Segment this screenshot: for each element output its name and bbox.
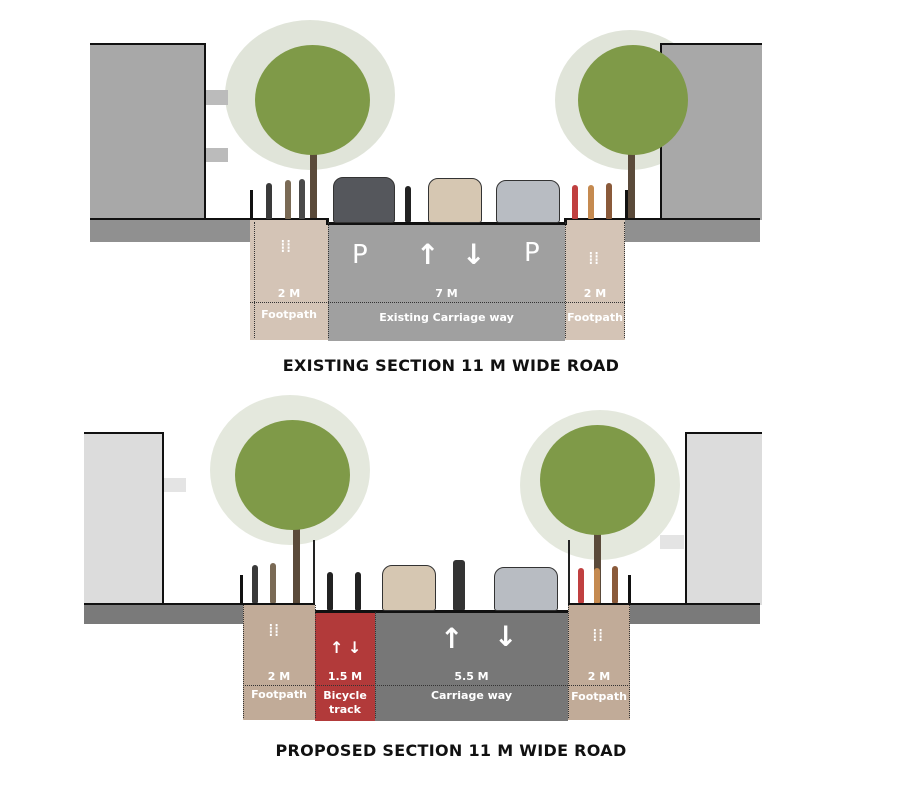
divider xyxy=(254,222,255,338)
cyclist xyxy=(327,572,333,610)
bollard xyxy=(628,575,631,605)
arrow-up-icon: ↑ xyxy=(440,622,464,655)
left-building xyxy=(84,432,164,605)
divider xyxy=(243,685,630,686)
arrow-down-icon: ↓ xyxy=(348,638,362,657)
carriageway xyxy=(328,222,565,341)
right-footpath xyxy=(565,218,625,340)
right-footpath xyxy=(568,603,630,720)
car xyxy=(428,178,482,223)
bicycle-track xyxy=(315,610,375,721)
pedestrian xyxy=(285,180,291,219)
window xyxy=(164,478,186,492)
ground xyxy=(625,218,760,242)
carriageway-width: 5.5 M xyxy=(454,670,489,683)
street-lamp xyxy=(568,540,570,605)
motorcyclist xyxy=(453,560,465,610)
carriageway-label: Carriage way xyxy=(430,689,513,702)
bicycle-track-width: 1.5 M xyxy=(327,670,363,683)
cyclist xyxy=(355,572,361,610)
tree-canopy xyxy=(235,420,350,530)
divider xyxy=(243,605,244,718)
right-building xyxy=(685,432,762,605)
window xyxy=(206,90,228,105)
arrow-down-icon: ↓ xyxy=(462,238,486,271)
parking-icon: P xyxy=(352,240,368,270)
arrow-down-icon: ↓ xyxy=(494,620,518,653)
car xyxy=(382,565,436,611)
arrow-up-icon: ↑ xyxy=(330,638,344,657)
ground xyxy=(90,218,250,242)
ground xyxy=(630,603,760,624)
pedestrian xyxy=(594,568,600,603)
curb xyxy=(326,218,329,225)
proposed-section-title: PROPOSED SECTION 11 M WIDE ROAD xyxy=(275,741,627,760)
footprints-icon: ⁞⁞ xyxy=(588,248,600,269)
tree-canopy xyxy=(540,425,655,535)
car xyxy=(494,567,558,611)
left-building xyxy=(90,43,206,220)
pedestrian xyxy=(270,563,276,603)
arrow-up-icon: ↑ xyxy=(416,238,440,271)
parking-icon: P xyxy=(524,238,540,268)
pedestrian xyxy=(606,183,612,219)
carriageway-label: Existing Carriage way xyxy=(379,311,514,324)
left-footpath-label: Footpath xyxy=(251,688,307,701)
tree-trunk xyxy=(310,120,317,218)
street-lamp xyxy=(313,540,315,605)
tree-canopy xyxy=(578,45,688,155)
tree-trunk xyxy=(594,500,601,603)
pedestrian xyxy=(612,566,618,603)
right-footpath-width: 2 M xyxy=(587,670,611,683)
divider xyxy=(250,302,625,303)
divider xyxy=(629,605,630,718)
left-footpath xyxy=(243,603,315,720)
left-footpath-width: 2 M xyxy=(277,287,301,300)
pedestrian xyxy=(252,565,258,603)
tree-trunk xyxy=(628,120,635,218)
bollard xyxy=(250,190,253,220)
footprints-icon: ⁞⁞ xyxy=(268,620,280,641)
carriageway xyxy=(375,610,568,721)
footprints-icon: ⁞⁞ xyxy=(280,236,292,257)
window xyxy=(206,148,228,162)
pedestrian xyxy=(572,185,578,219)
curb xyxy=(564,218,567,225)
tree-trunk xyxy=(293,500,300,603)
pedestrian xyxy=(588,185,594,219)
left-footpath-label: Footpath xyxy=(261,308,317,321)
right-footpath-label: Footpath xyxy=(567,311,623,324)
divider xyxy=(624,222,625,338)
pedestrian xyxy=(578,568,584,603)
left-footpath-width: 2 M xyxy=(267,670,291,683)
window xyxy=(660,535,684,549)
right-footpath-label: Footpath xyxy=(571,690,627,703)
pedestrian xyxy=(266,183,272,219)
car xyxy=(496,180,560,223)
cyclist xyxy=(405,186,411,222)
bicycle-track-label: Bicycle track xyxy=(323,689,367,716)
divider xyxy=(565,222,566,338)
divider xyxy=(568,605,569,718)
footprints-icon: ⁞⁞ xyxy=(592,625,604,646)
pedestrian xyxy=(299,179,305,219)
car xyxy=(333,177,395,223)
existing-section-title: EXISTING SECTION 11 M WIDE ROAD xyxy=(282,356,620,375)
tree-canopy xyxy=(255,45,370,155)
bollard xyxy=(240,575,243,605)
divider xyxy=(375,612,376,718)
divider xyxy=(328,222,329,338)
ground xyxy=(84,603,243,624)
divider xyxy=(315,605,316,718)
right-footpath-width: 2 M xyxy=(583,287,607,300)
carriageway-width: 7 M xyxy=(435,287,458,300)
left-footpath xyxy=(250,218,328,340)
bollard xyxy=(625,190,628,220)
